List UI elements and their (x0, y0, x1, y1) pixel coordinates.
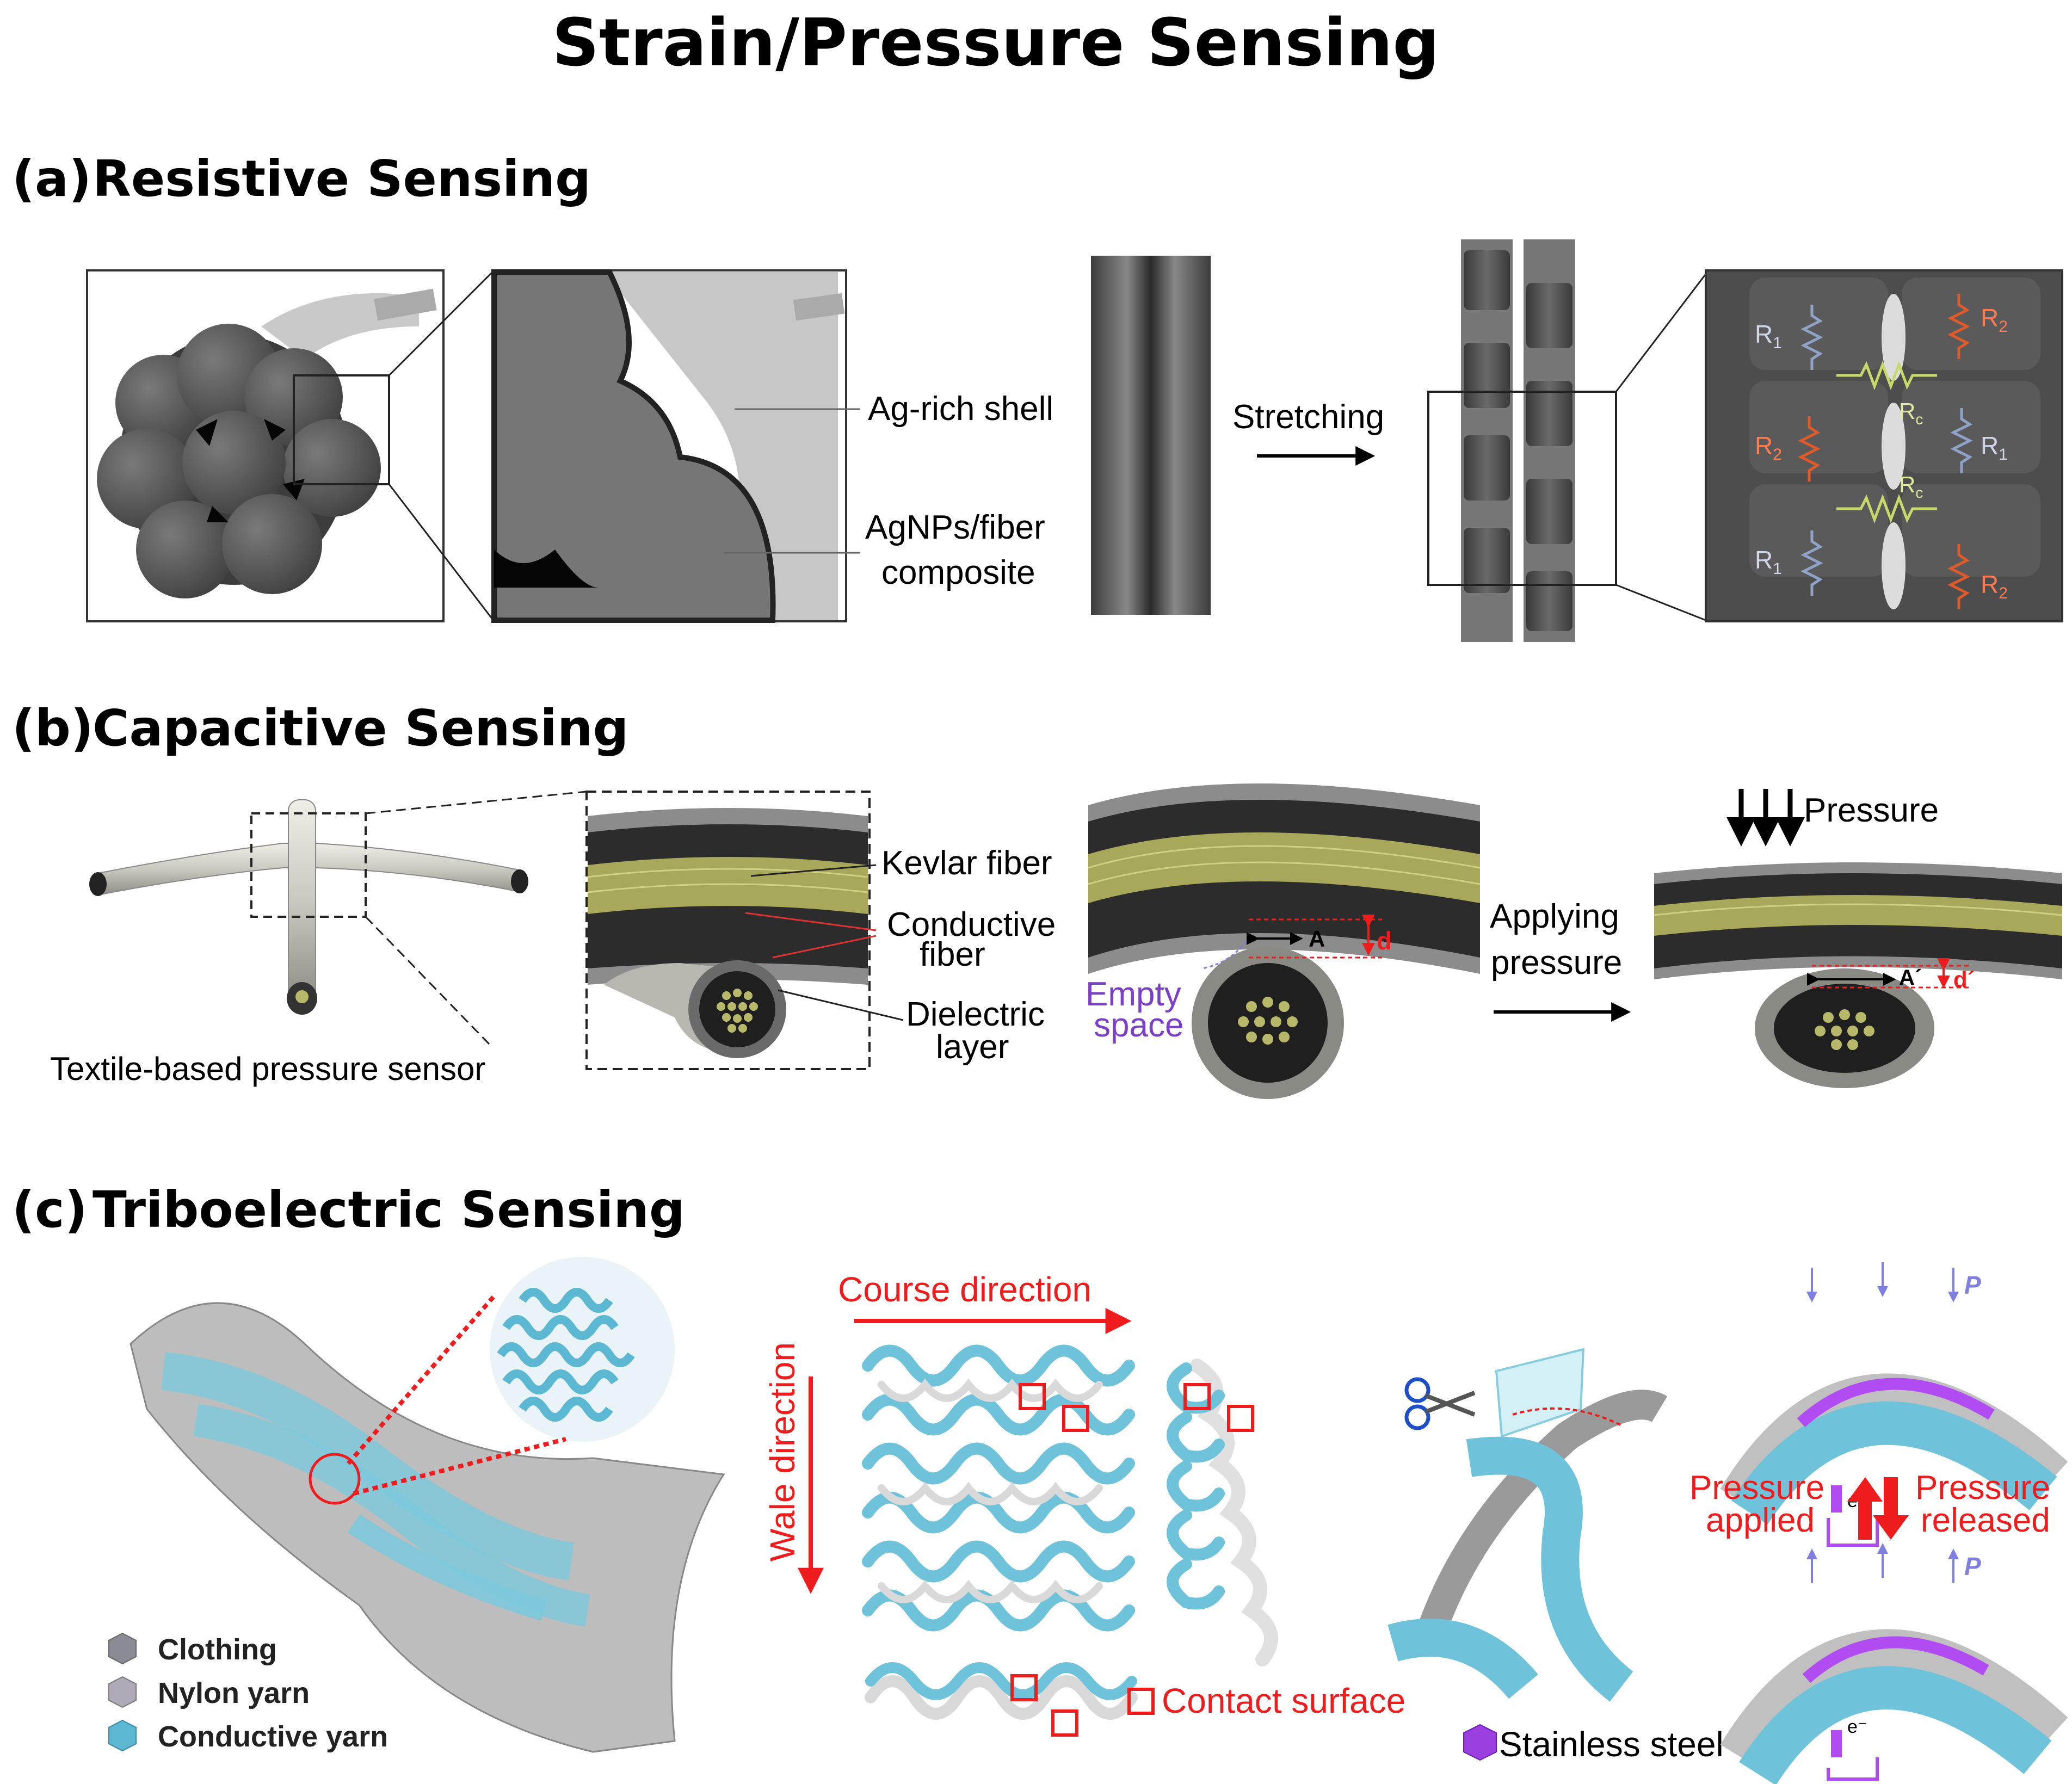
pressure-toggle-arrows-icon (1847, 1477, 1909, 1540)
compressed-state (1654, 789, 2063, 1088)
legend-swatch-clothing (108, 1632, 137, 1665)
tribo-applied-state (1720, 1262, 2068, 1547)
resistor-rc-top (1836, 360, 1937, 391)
fiber-bundle-cross-section (86, 269, 445, 622)
label-area-after: A´ (1899, 966, 1922, 990)
label-wale-direction: Wale direction (763, 1342, 802, 1561)
panel-b-letter: (b) (12, 699, 94, 757)
contact-marker (1227, 1405, 1254, 1432)
panel-a-letter: (a) (12, 150, 91, 208)
label-r1-top: R1 (1755, 320, 1782, 352)
label-kevlar-fiber: Kevlar fiber (881, 844, 1052, 882)
label-contact-surface: Contact surface (1162, 1681, 1405, 1720)
uncompressed-state (1088, 783, 1481, 1099)
label-r1-middle: R1 (1981, 431, 2008, 464)
tribo-released-state (1720, 1543, 2068, 1784)
knitted-textile-render (130, 1257, 725, 1753)
panel-a-heading: Resistive Sensing (92, 150, 591, 208)
panel-b-heading: Capacitive Sensing (92, 699, 628, 757)
label-gap: d (1377, 927, 1392, 955)
steel-legend-cube-icon (1463, 1724, 1497, 1761)
contact-marker (1010, 1674, 1038, 1701)
knit-structure-bottom (865, 1662, 1138, 1720)
unstretched-fibers (1091, 256, 1211, 615)
resistor-r2-middle (1798, 416, 1821, 482)
label-pressure-released-l2: released (1921, 1502, 2050, 1539)
cut-yarn-render (1387, 1348, 1668, 1702)
legend-label-clothing: Clothing (158, 1633, 277, 1666)
label-composite: composite (881, 554, 1035, 591)
legend-swatch-nylon (108, 1676, 137, 1708)
label-applying: Applying (1490, 898, 1619, 935)
resistor-r2-bottom (1947, 544, 1970, 609)
label-layer: layer (936, 1028, 1009, 1066)
layer-zoom-view (585, 791, 871, 1070)
label-area: A (1309, 926, 1325, 952)
label-r1-bottom: R1 (1755, 546, 1782, 578)
label-r2-bottom: R2 (1981, 570, 2008, 602)
panel-b: (b) Capacitive Sensing Textile-based pre… (12, 699, 2063, 1099)
resistor-r2-top (1947, 294, 1970, 359)
label-pressure-applied-l1: Pressure (1689, 1469, 1824, 1507)
material-legend: Clothing Nylon yarn Conductive yarn (108, 1632, 388, 1753)
label-stainless-steel: Stainless steel (1499, 1725, 1724, 1764)
legend-swatch-conductive (108, 1719, 137, 1752)
resistor-r1-middle (1950, 408, 1973, 473)
knit-structure-front (862, 1344, 1135, 1632)
label-conductive: Conductive (887, 906, 1056, 943)
textile-sensor-render (89, 799, 528, 1015)
label-r2-middle: R2 (1755, 431, 1782, 464)
label-r2-top: R2 (1981, 304, 2008, 336)
contact-marker (1019, 1383, 1046, 1410)
label-space: space (1094, 1007, 1183, 1044)
legend-label-conductive: Conductive yarn (158, 1720, 388, 1753)
contact-marker (1051, 1709, 1078, 1737)
contact-surface-legend-marker (1127, 1688, 1155, 1715)
panel-c: (c) Triboelectric Sensing Cl (12, 1181, 2068, 1784)
contact-marker (1062, 1405, 1089, 1432)
label-p-bottom: P (1964, 1552, 1981, 1581)
label-dielectric: Dielectric (906, 996, 1045, 1033)
shell-zoom-view (491, 269, 847, 623)
label-electron-bottom: e⁻ (1847, 1717, 1867, 1737)
contact-marker (1183, 1383, 1211, 1410)
label-pressure-applied-l2: applied (1706, 1502, 1815, 1539)
label-pressure-released-l1: Pressure (1915, 1469, 2050, 1507)
label-rc-top: Rc (1899, 398, 1923, 428)
resistor-rc-bottom (1836, 493, 1937, 524)
resistor-r1-bottom (1800, 530, 1823, 596)
label-gap-after: d´ (1953, 967, 1975, 992)
label-stretching: Stretching (1232, 398, 1384, 436)
stretched-fibers (1427, 239, 1617, 642)
panel-c-letter: (c) (12, 1181, 88, 1239)
panel-a: (a) Resistive Sensing (12, 150, 2063, 642)
label-empty: Empty (1086, 976, 1181, 1013)
resistor-r1-top (1800, 305, 1823, 370)
label-pressure: Pressure (1804, 792, 1939, 829)
label-agnps-fiber: AgNPs/fiber (865, 509, 1045, 546)
label-p-top: P (1964, 1271, 1981, 1299)
label-course-direction: Course direction (838, 1270, 1092, 1309)
label-textile-sensor: Textile-based pressure sensor (50, 1051, 485, 1087)
legend-label-nylon: Nylon yarn (158, 1677, 310, 1709)
panel-c-heading: Triboelectric Sensing (92, 1181, 685, 1239)
figure-title: Strain/Pressure Sensing (552, 5, 1440, 81)
label-ag-rich-shell: Ag-rich shell (868, 390, 1053, 428)
label-rc-bottom: Rc (1899, 472, 1923, 501)
label-fiber: fiber (920, 936, 985, 973)
label-pressure-action: pressure (1491, 944, 1622, 981)
